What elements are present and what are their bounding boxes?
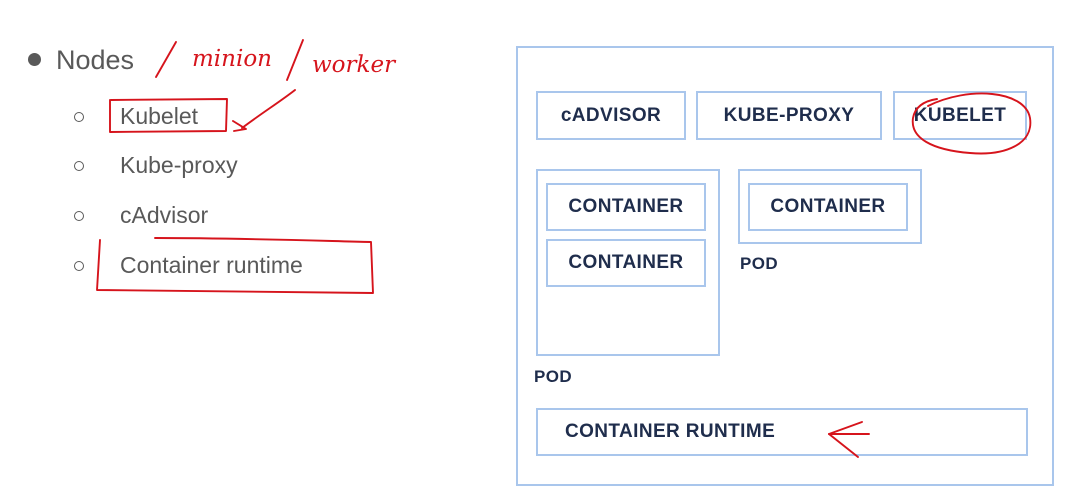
container-box: CONTAINER [748,183,908,231]
list-item-container-runtime: Container runtime [120,252,303,278]
container-box: CONTAINER [546,183,706,231]
sub-bullet-ring [74,161,84,171]
container-box: CONTAINER [546,239,706,287]
list-item-kube-proxy: Kube-proxy [120,152,238,178]
pod-label: POD [740,254,779,273]
handwritten-worker: worker [312,52,397,78]
cadvisor-box: cADVISOR [536,91,686,140]
sub-bullet-ring [74,261,84,271]
pod-label: POD [534,367,573,386]
handwritten-minion: minion [192,46,272,72]
container-runtime-box: CONTAINER RUNTIME [536,408,1028,456]
bullet-dot [28,53,41,66]
nodes-heading: Nodes [56,45,135,75]
sub-bullet-ring [74,211,84,221]
sub-bullet-ring [74,112,84,122]
list-item-kubelet: Kubelet [120,103,199,129]
kube-proxy-box: KUBE-PROXY [696,91,882,140]
kubelet-box: KUBELET [893,91,1027,140]
list-item-cadvisor: cAdvisor [120,202,209,228]
